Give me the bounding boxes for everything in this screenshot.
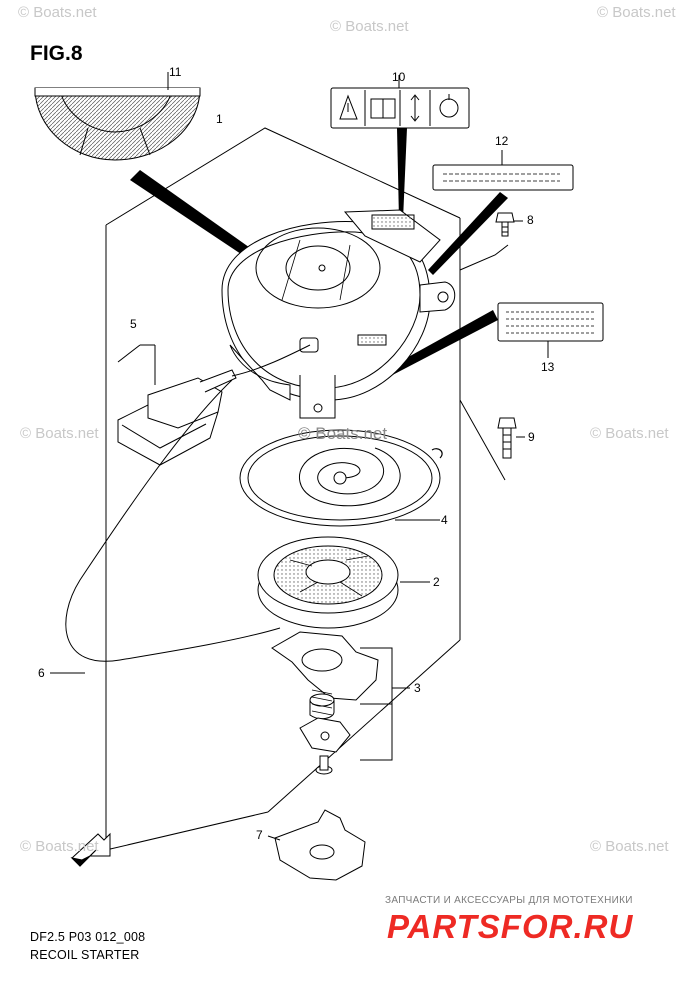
part-6-starter-rope (50, 344, 311, 674)
watermark: © Boats.net (590, 425, 669, 442)
part-4-recoil-spring (239, 429, 443, 527)
figure-name: RECOIL STARTER (30, 948, 140, 962)
part-1-starter-case (221, 209, 456, 419)
watermark-center: © Boats.net (298, 424, 388, 443)
watermark: © Boats.net (20, 425, 99, 442)
part-8-screw (495, 212, 523, 237)
part-3-ratchet-set (271, 631, 410, 775)
part-5-starter-handle (117, 344, 237, 466)
brand-logo: PARTSFOR.RU (387, 908, 634, 945)
watermark: © Boats.net (330, 18, 409, 35)
figure-code: DF2.5 P03 012_008 (30, 930, 146, 944)
figure-title: FIG.8 (30, 42, 83, 65)
exploded-view-frame (105, 127, 509, 851)
callout-8: 8 (527, 213, 534, 227)
brand-tagline: ЗАПЧАСТИ И АКСЕССУАРЫ ДЛЯ МОТОТЕХНИКИ (385, 895, 633, 906)
callout-13: 13 (541, 360, 555, 374)
callout-1: 1 (216, 112, 223, 126)
callout-2: 2 (433, 575, 440, 589)
watermark: © Boats.net (20, 838, 99, 855)
part-7-pawl-guide (267, 809, 366, 881)
callout-5: 5 (130, 317, 137, 331)
part-11-seal-plate (34, 72, 201, 161)
callout-3: 3 (414, 681, 421, 695)
watermark: © Boats.net (597, 4, 676, 21)
callout-9: 9 (528, 430, 535, 444)
watermark: © Boats.net (590, 838, 669, 855)
callout-7: 7 (256, 828, 263, 842)
part-13-warning-label (497, 302, 604, 358)
callout-11: 11 (169, 65, 182, 79)
part-9-bolt (497, 417, 525, 459)
callout-4: 4 (441, 513, 448, 527)
callout-10: 10 (392, 70, 406, 84)
part-2-reel (257, 536, 430, 629)
part-12-label-strip (432, 150, 574, 191)
fwd-arrow-icon (70, 832, 111, 867)
watermark: © Boats.net (18, 4, 97, 21)
callout-6: 6 (38, 666, 45, 680)
part-10-caution-label (330, 75, 470, 129)
callout-12: 12 (495, 134, 509, 148)
